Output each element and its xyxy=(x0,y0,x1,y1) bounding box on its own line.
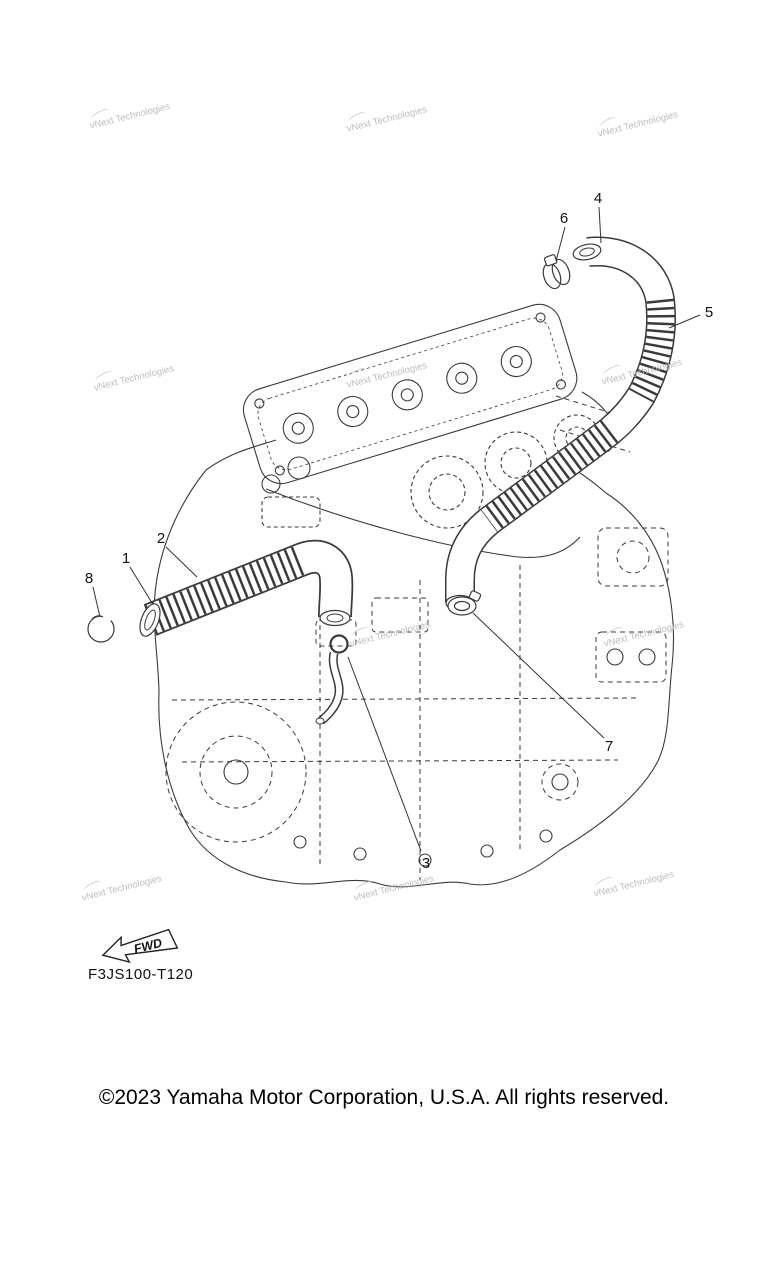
callout-6: 6 xyxy=(560,210,568,227)
leader-7 xyxy=(472,612,605,739)
copyright-notice: ©2023 Yamaha Motor Corporation, U.S.A. A… xyxy=(98,1086,670,1109)
diagram-part-code: F3JS100-T120 xyxy=(88,966,194,983)
small-parts xyxy=(87,254,571,725)
leader-6 xyxy=(555,226,566,262)
callout-2: 2 xyxy=(157,530,165,547)
o-ring-3 xyxy=(329,634,349,654)
valve-cover xyxy=(242,303,578,485)
clamp-8 xyxy=(87,615,115,643)
leader-5 xyxy=(668,314,701,329)
leader-4 xyxy=(598,206,602,244)
breather-pipe xyxy=(315,651,344,725)
leader-2 xyxy=(165,546,198,578)
leader-lines xyxy=(92,206,701,852)
callout-8: 8 xyxy=(85,570,93,587)
hidden-lines xyxy=(165,395,669,880)
hose-left xyxy=(139,539,354,637)
hose-right-opening xyxy=(572,243,602,261)
hose-left-end xyxy=(319,609,351,627)
leader-1 xyxy=(129,566,153,604)
fwd-label: FWD xyxy=(132,936,163,956)
callout-4: 4 xyxy=(594,190,602,207)
callout-5: 5 xyxy=(705,304,713,321)
fwd-arrow-icon xyxy=(101,928,179,964)
clamp-7 xyxy=(447,590,482,616)
clamp-6 xyxy=(542,254,571,290)
callout-7: 7 xyxy=(605,738,613,755)
callout-3: 3 xyxy=(422,855,430,872)
callout-labels: 1 2 3 4 5 6 7 8 xyxy=(85,190,713,872)
hose-left-corrugation xyxy=(144,544,309,635)
leader-8 xyxy=(92,586,101,618)
callout-1: 1 xyxy=(122,550,130,567)
fwd-marker: FWD xyxy=(101,928,179,964)
leader-3 xyxy=(347,656,422,852)
hose-right-corrugation-lower xyxy=(480,420,619,532)
hose-right xyxy=(445,236,677,612)
